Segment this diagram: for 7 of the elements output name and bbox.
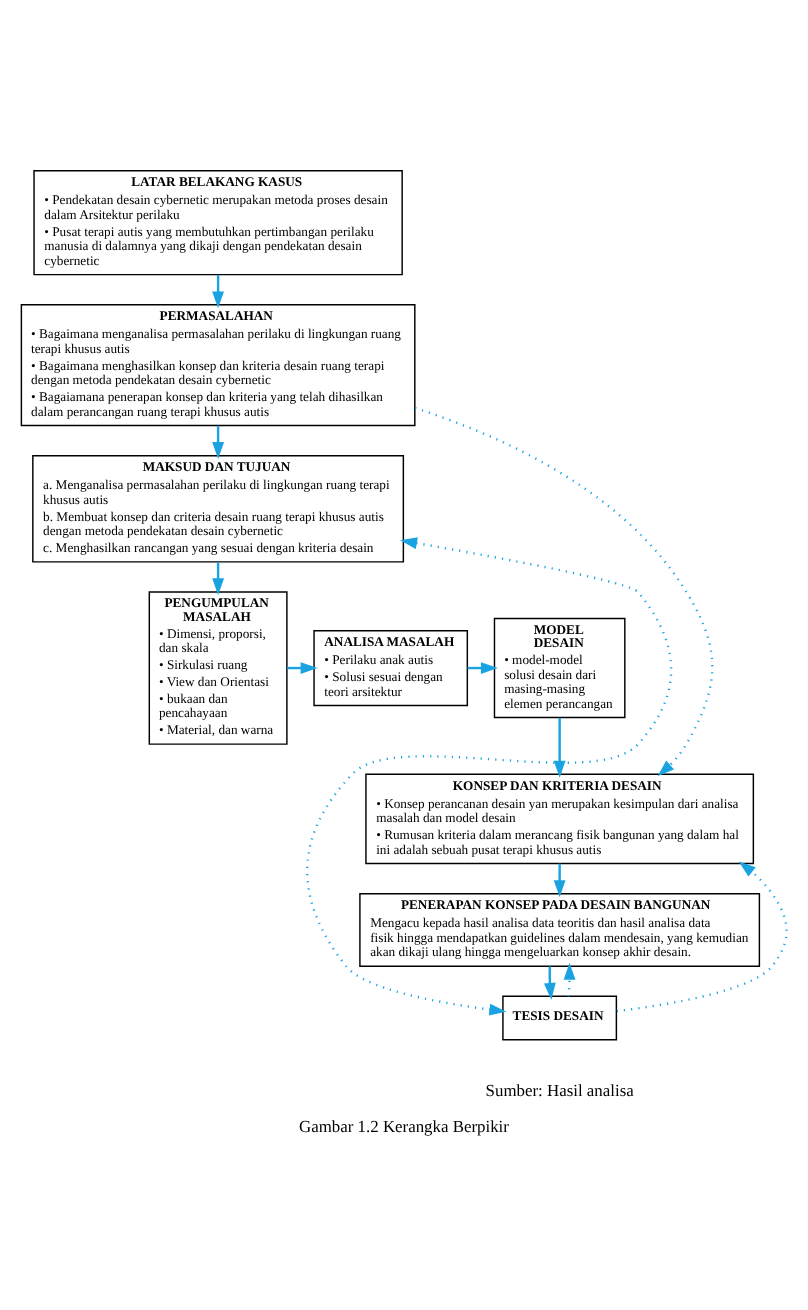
arrow — [553, 716, 566, 777]
arrow — [553, 862, 566, 897]
arrow — [306, 536, 673, 1015]
caption: Gambar 1.2 Kerangka Berpikir — [299, 1114, 509, 1135]
arrow — [414, 405, 714, 776]
label: Sumber: Hasil analisa — [485, 1079, 634, 1100]
arrow — [616, 860, 788, 1012]
